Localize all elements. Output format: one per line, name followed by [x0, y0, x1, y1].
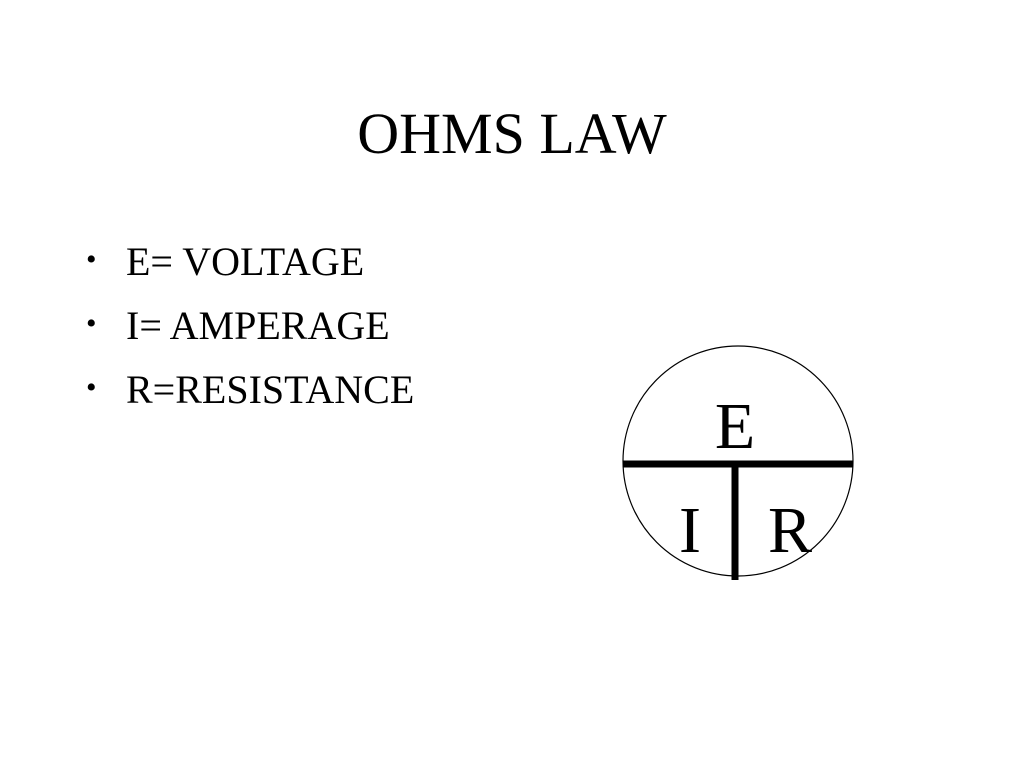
bullet-item-voltage: • E= VOLTAGE: [86, 230, 414, 294]
diagram-label-r: R: [768, 494, 812, 567]
bullet-marker: •: [86, 371, 97, 404]
bullet-marker: •: [86, 243, 97, 276]
bullet-text: E= VOLTAGE: [126, 239, 365, 284]
diagram-label-i: I: [679, 494, 701, 567]
slide-title: OHMS LAW: [357, 101, 667, 166]
bullet-text: I= AMPERAGE: [126, 303, 390, 348]
bullet-text: R=RESISTANCE: [126, 367, 415, 412]
bullet-item-resistance: • R=RESISTANCE: [86, 358, 414, 422]
diagram-label-e: E: [715, 390, 755, 463]
bullet-marker: •: [86, 307, 97, 340]
bullet-item-amperage: • I= AMPERAGE: [86, 294, 414, 358]
ohms-law-circle-diagram: E I R: [622, 345, 854, 580]
bullet-list: • E= VOLTAGE • I= AMPERAGE • R=RESISTANC…: [86, 230, 414, 422]
